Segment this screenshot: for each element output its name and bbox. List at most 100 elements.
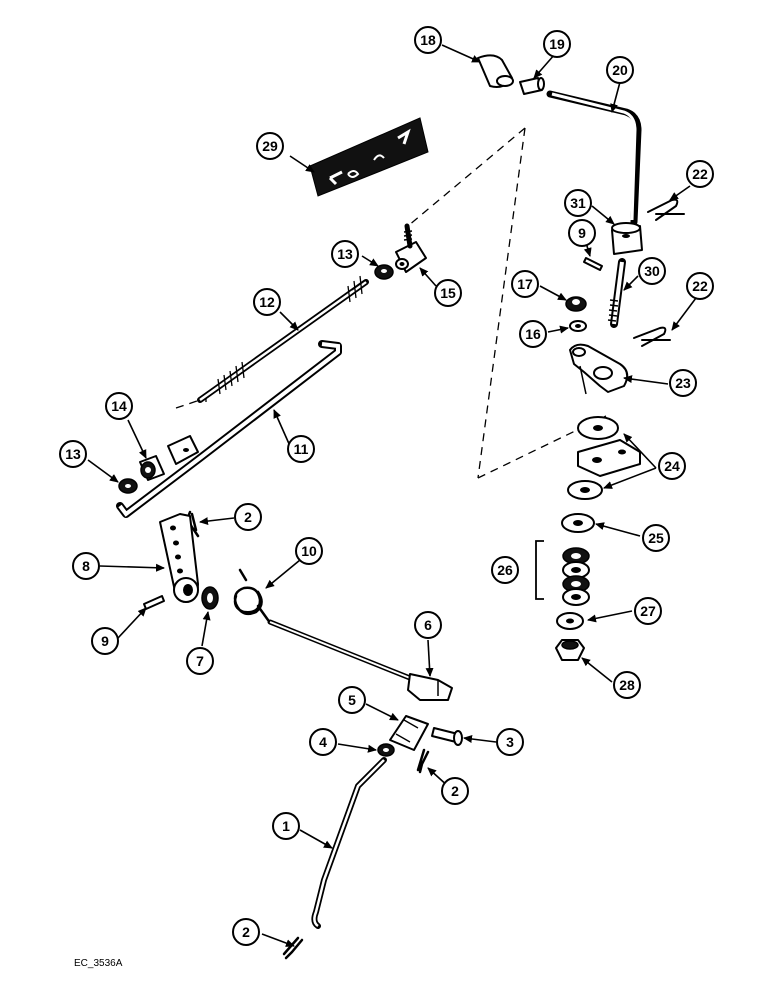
callout-19: 19 <box>543 30 571 58</box>
cross-shaft <box>267 619 453 701</box>
callout-13-lower: 13 <box>59 440 87 468</box>
swivel-trunnion <box>395 223 427 273</box>
retaining-clip-lower <box>633 326 671 347</box>
roll-pin-lower <box>143 595 165 610</box>
clevis-nut <box>377 743 395 757</box>
svg-text:8: 8 <box>82 558 90 574</box>
knob-sleeve <box>519 77 545 95</box>
svg-text:20: 20 <box>612 62 628 78</box>
lock-nut-upper <box>565 296 587 312</box>
callout-17: 17 <box>511 270 539 298</box>
lever-coupler <box>611 222 643 255</box>
svg-text:23: 23 <box>675 375 691 391</box>
callout-27: 27 <box>634 597 662 625</box>
callout-10: 10 <box>295 537 323 565</box>
callout-24: 24 <box>658 452 686 480</box>
svg-text:9: 9 <box>578 225 586 241</box>
svg-text:3: 3 <box>506 734 514 750</box>
callout-30: 30 <box>638 257 666 285</box>
svg-text:7: 7 <box>196 653 204 669</box>
svg-text:10: 10 <box>301 543 317 559</box>
callouts: 18 19 20 29 22 31 9 13 15 17 30 22 16 23… <box>59 26 714 946</box>
pedal-lever-arm <box>159 513 199 603</box>
svg-text:30: 30 <box>644 263 660 279</box>
washer-lower <box>556 612 584 630</box>
retaining-clip-upper <box>647 198 685 221</box>
torsion-spring <box>233 568 270 622</box>
callout-9-lower: 9 <box>91 627 119 655</box>
callout-14: 14 <box>105 392 133 420</box>
svg-text:29: 29 <box>262 138 278 154</box>
callout-9-upper: 9 <box>568 219 596 247</box>
svg-text:12: 12 <box>259 294 275 310</box>
cotter-pin-lower <box>282 936 304 960</box>
callout-29: 29 <box>256 132 284 160</box>
callout-4: 4 <box>309 728 337 756</box>
callout-25: 25 <box>642 524 670 552</box>
callout-18: 18 <box>414 26 442 54</box>
svg-text:9: 9 <box>101 633 109 649</box>
svg-text:15: 15 <box>440 285 456 301</box>
pivot-lever-plate <box>569 343 629 395</box>
callout-16: 16 <box>519 320 547 348</box>
hand-lever <box>546 90 642 226</box>
svg-text:13: 13 <box>337 246 353 262</box>
flat-washer <box>561 513 595 533</box>
washer-upper <box>569 320 587 332</box>
svg-text:25: 25 <box>648 530 664 546</box>
roll-pin-upper <box>583 257 603 271</box>
shift-knob <box>477 54 514 88</box>
svg-text:28: 28 <box>619 677 635 693</box>
svg-text:22: 22 <box>692 166 708 182</box>
svg-text:16: 16 <box>525 326 541 342</box>
callout-2-middle: 2 <box>441 777 469 805</box>
callout-22-upper: 22 <box>686 160 714 188</box>
svg-text:4: 4 <box>319 734 327 750</box>
callout-20: 20 <box>606 56 634 84</box>
svg-text:1: 1 <box>282 818 290 834</box>
cotter-pin-middle <box>416 748 430 774</box>
callout-15: 15 <box>434 279 462 307</box>
spring-washer-stack <box>535 540 590 606</box>
friction-plates <box>567 416 641 500</box>
svg-text:14: 14 <box>111 398 127 414</box>
lock-nut-lower <box>555 639 585 661</box>
svg-text:2: 2 <box>242 924 250 940</box>
clevis-yoke <box>389 715 429 751</box>
svg-text:22: 22 <box>692 278 708 294</box>
callout-3: 3 <box>496 728 524 756</box>
svg-text:2: 2 <box>451 783 459 799</box>
svg-text:6: 6 <box>424 617 432 633</box>
rod-bushing <box>139 455 165 481</box>
callout-8: 8 <box>72 552 100 580</box>
svg-text:19: 19 <box>549 36 565 52</box>
callout-31: 31 <box>564 189 592 217</box>
svg-text:18: 18 <box>420 32 436 48</box>
callout-1: 1 <box>272 812 300 840</box>
jam-nut-upper <box>374 264 394 280</box>
callout-28: 28 <box>613 671 641 699</box>
leader-arrows <box>87 44 697 947</box>
svg-text:11: 11 <box>294 441 309 457</box>
svg-text:13: 13 <box>65 446 81 462</box>
svg-text:27: 27 <box>640 603 656 619</box>
callout-7: 7 <box>186 647 214 675</box>
bent-control-rod <box>116 340 342 518</box>
callout-12: 12 <box>253 288 281 316</box>
svg-text:26: 26 <box>497 562 513 578</box>
callout-5: 5 <box>338 686 366 714</box>
callout-11: 11 <box>287 435 315 463</box>
threaded-shaft <box>607 258 626 328</box>
svg-text:2: 2 <box>244 509 252 525</box>
clevis-pin <box>431 727 463 746</box>
lower-link-rod <box>311 757 387 929</box>
figure-reference-code: EC_3536A <box>74 958 123 969</box>
svg-text:31: 31 <box>570 195 586 211</box>
callout-6: 6 <box>414 611 442 639</box>
threaded-link-rod <box>197 275 369 403</box>
lever-washer <box>201 586 219 610</box>
svg-text:5: 5 <box>348 692 356 708</box>
callout-23: 23 <box>669 369 697 397</box>
svg-text:24: 24 <box>664 458 680 474</box>
